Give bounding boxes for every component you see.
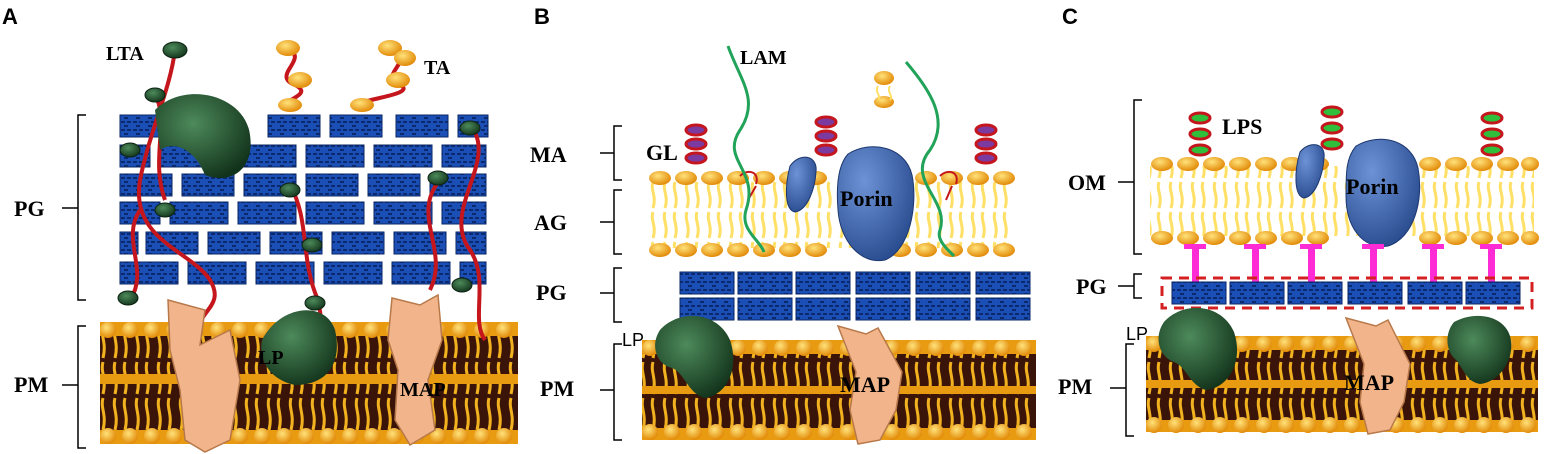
label-lps: LPS bbox=[1222, 114, 1262, 139]
brackets-b bbox=[600, 125, 622, 441]
mycolic-acid-layer bbox=[648, 71, 1015, 257]
label-porin-b: Porin bbox=[840, 186, 893, 211]
pg-dashed-box bbox=[1160, 276, 1534, 310]
label-om: OM bbox=[1068, 170, 1106, 195]
membrane-associated-protein-a bbox=[167, 293, 443, 453]
label-lp-a: LP bbox=[258, 347, 284, 369]
lipoprotein-linkers bbox=[1184, 244, 1502, 282]
label-map-b: MAP bbox=[840, 372, 890, 397]
label-lta: LTA bbox=[106, 43, 144, 65]
lps-chains bbox=[1188, 105, 1504, 157]
label-map-c: MAP bbox=[1344, 370, 1394, 395]
label-ma: MA bbox=[530, 142, 567, 167]
membrane-associated-protein-b bbox=[836, 324, 903, 445]
porin-c bbox=[1295, 138, 1421, 247]
label-lp-c: LP bbox=[1126, 324, 1148, 344]
teichoic-acid-chains bbox=[276, 40, 416, 112]
glycolipids bbox=[684, 115, 998, 165]
label-pm-b: PM bbox=[540, 376, 574, 401]
panel-letter-c: C bbox=[1062, 4, 1078, 29]
label-pg-c: PG bbox=[1076, 274, 1107, 299]
label-map-a: MAP bbox=[400, 379, 446, 401]
lipoprotein-c bbox=[1158, 307, 1512, 390]
brackets-c bbox=[1110, 99, 1142, 437]
panel-c: C bbox=[1058, 4, 1539, 437]
membrane-associated-protein-c bbox=[1344, 316, 1411, 435]
peptidoglycan-b bbox=[679, 271, 1031, 321]
label-pg-b: PG bbox=[536, 280, 567, 305]
outer-membrane bbox=[1150, 157, 1539, 245]
panel-letter-b: B bbox=[534, 4, 550, 29]
panel-a: A bbox=[2, 4, 518, 453]
porin-b bbox=[785, 146, 915, 262]
lipoprotein-b bbox=[655, 315, 734, 398]
bracket-pg-a bbox=[62, 114, 86, 301]
label-pm-c: PM bbox=[1058, 374, 1092, 399]
label-lam: LAM bbox=[740, 47, 787, 69]
label-ag: AG bbox=[534, 210, 567, 235]
lipoprotein-a bbox=[155, 94, 337, 385]
panel-letter-a: A bbox=[2, 4, 18, 29]
label-lp-b: LP bbox=[622, 330, 644, 350]
bracket-pm-a bbox=[62, 325, 86, 449]
label-porin-c: Porin bbox=[1346, 174, 1399, 199]
lta-lipid-anchors bbox=[117, 41, 481, 311]
label-pm-a: PM bbox=[14, 372, 48, 397]
panel-b: B bbox=[530, 4, 1036, 445]
peptidoglycan-c bbox=[1171, 281, 1521, 305]
label-gl: GL bbox=[646, 140, 678, 165]
label-ta: TA bbox=[424, 57, 451, 79]
plasma-membrane-b bbox=[642, 340, 1036, 440]
label-pg-a: PG bbox=[14, 196, 45, 221]
lam-strands bbox=[726, 45, 956, 258]
